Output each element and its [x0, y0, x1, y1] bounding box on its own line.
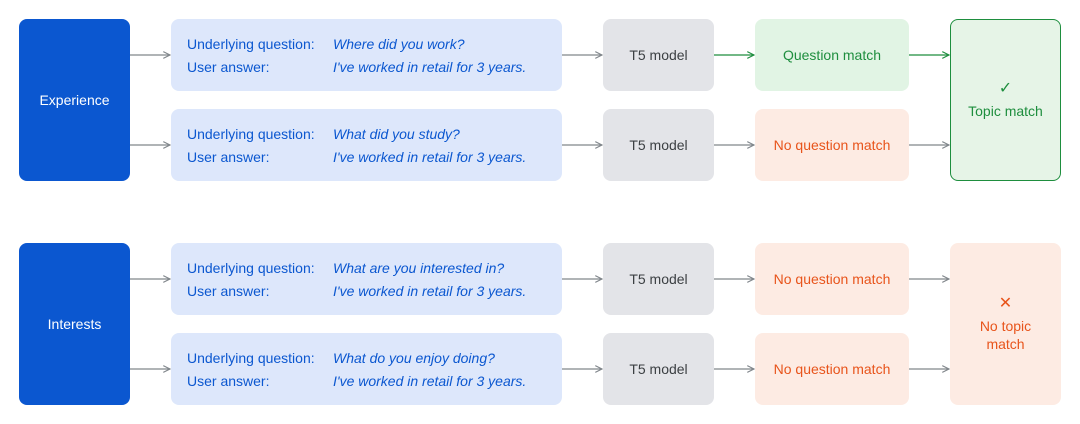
result-box-no-question-match: No question match: [755, 333, 909, 405]
answer-label: User answer:: [187, 283, 270, 299]
qa-box: Underlying question: What do you enjoy d…: [171, 333, 562, 405]
model-label: T5 model: [629, 47, 688, 63]
question-label: Underlying question:: [187, 36, 315, 52]
qa-box: Underlying question: What are you intere…: [171, 243, 562, 315]
final-label: Topic match: [968, 103, 1043, 119]
cross-icon: ✕: [998, 295, 1013, 312]
topic-box-interests: Interests: [19, 243, 130, 405]
question-value: What are you interested in?: [333, 260, 505, 276]
answer-value: I've worked in retail for 3 years.: [333, 373, 527, 389]
question-value: What do you enjoy doing?: [333, 350, 495, 366]
check-icon: ✓: [998, 80, 1013, 97]
answer-value: I've worked in retail for 3 years.: [333, 149, 527, 165]
question-label: Underlying question:: [187, 260, 315, 276]
model-box: T5 model: [603, 109, 714, 181]
answer-label: User answer:: [187, 373, 270, 389]
result-box-question-match: Question match: [755, 19, 909, 91]
model-label: T5 model: [629, 137, 688, 153]
final-label: No topic match: [979, 318, 1032, 352]
result-label: Question match: [782, 47, 882, 63]
model-box: T5 model: [603, 19, 714, 91]
model-box: T5 model: [603, 243, 714, 315]
final-box-topic-match: ✓ Topic match: [950, 19, 1061, 181]
topic-box-experience: Experience: [19, 19, 130, 181]
question-value: What did you study?: [333, 126, 460, 142]
model-box: T5 model: [603, 333, 714, 405]
topic-label: Experience: [39, 92, 110, 108]
model-label: T5 model: [629, 271, 688, 287]
result-label: No question match: [773, 271, 891, 287]
result-box-no-question-match: No question match: [755, 243, 909, 315]
qa-box: Underlying question: Where did you work?…: [171, 19, 562, 91]
result-box-no-question-match: No question match: [755, 109, 909, 181]
question-label: Underlying question:: [187, 126, 315, 142]
result-label: No question match: [773, 361, 891, 377]
topic-label: Interests: [47, 316, 102, 332]
final-box-no-topic-match: ✕ No topic match: [950, 243, 1061, 405]
question-label: Underlying question:: [187, 350, 315, 366]
result-label: No question match: [773, 137, 891, 153]
question-value: Where did you work?: [333, 36, 465, 52]
answer-label: User answer:: [187, 59, 270, 75]
answer-value: I've worked in retail for 3 years.: [333, 283, 527, 299]
answer-value: I've worked in retail for 3 years.: [333, 59, 527, 75]
model-label: T5 model: [629, 361, 688, 377]
answer-label: User answer:: [187, 149, 270, 165]
qa-box: Underlying question: What did you study?…: [171, 109, 562, 181]
